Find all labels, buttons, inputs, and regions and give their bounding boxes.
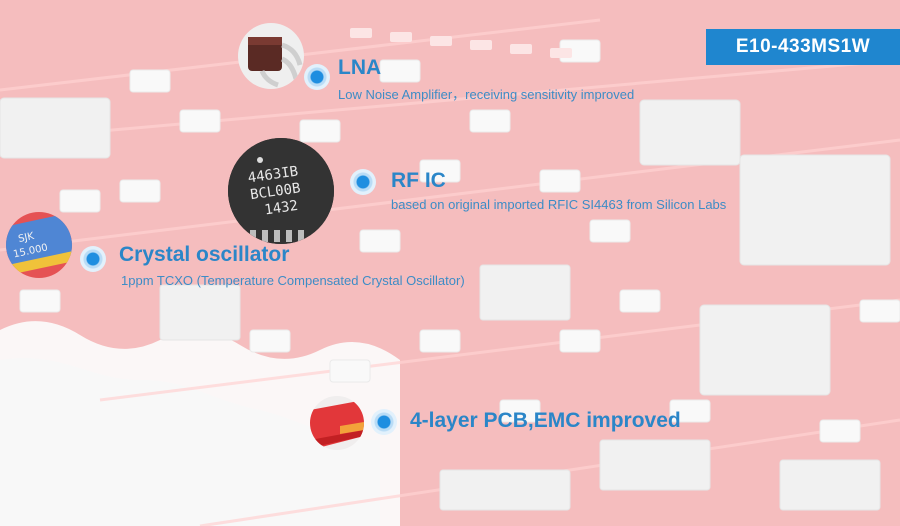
crystal-bullet-icon: [80, 246, 106, 272]
pcb-title: 4-layer PCB,EMC improved: [410, 409, 681, 432]
rf-ic-title: RF IC: [391, 169, 446, 192]
rf-ic-marking-1: 4463IB: [247, 164, 299, 187]
pcb-layer-icon: [310, 396, 364, 450]
lna-description: Low Noise Amplifier，receiving sensitivit…: [338, 87, 635, 102]
rf-ic-marking-3: 1432: [263, 198, 299, 219]
lna-chip-icon: [238, 23, 304, 89]
lna-bullet-icon: [304, 64, 330, 90]
crystal-oscillator-icon: SJK 15.000: [6, 212, 72, 278]
rf-ic-chip-icon: 4463IB BCL00B 1432: [228, 138, 334, 244]
lna-title: LNA: [338, 56, 382, 79]
crystal-marking-1: SJK: [17, 231, 35, 245]
crystal-title: Crystal oscillator: [119, 243, 290, 266]
rf-ic-marking-2: BCL00B: [249, 180, 301, 203]
model-badge: E10-433MS1W: [706, 29, 900, 65]
crystal-description: 1ppm TCXO (Temperature Compensated Cryst…: [121, 273, 465, 288]
rf-ic-description: based on original imported RFIC SI4463 f…: [391, 197, 727, 212]
pcb-bullet-icon: [371, 409, 397, 435]
rf-ic-bullet-icon: [350, 169, 376, 195]
